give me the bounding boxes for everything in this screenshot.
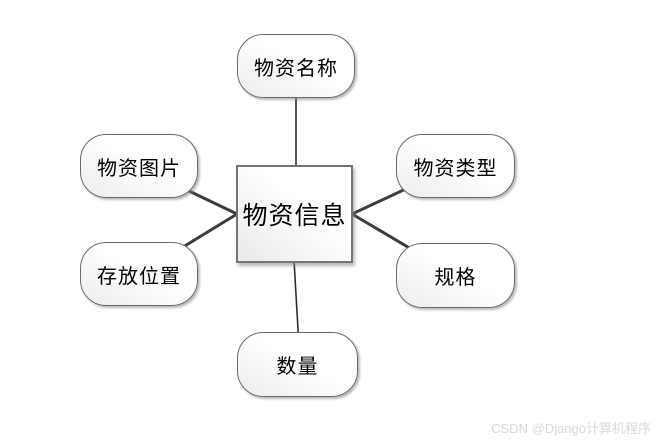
attribute-node-material-type: 物资类型 bbox=[396, 134, 515, 198]
entity-node-material-info: 物资信息 bbox=[236, 165, 353, 263]
attribute-node-material-name: 物资名称 bbox=[237, 34, 355, 98]
attribute-node-storage-location: 存放位置 bbox=[80, 242, 198, 306]
attribute-label: 规格 bbox=[434, 267, 477, 289]
attribute-label: 存放位置 bbox=[97, 265, 181, 288]
attribute-node-material-image: 物资图片 bbox=[80, 134, 198, 198]
entity-label: 物资信息 bbox=[242, 203, 347, 230]
watermark-text: CSDN @Django计算机程序 bbox=[491, 421, 651, 436]
attribute-label: 物资名称 bbox=[254, 57, 338, 80]
attribute-label: 物资类型 bbox=[413, 157, 498, 180]
attribute-node-specification: 规格 bbox=[396, 243, 515, 308]
attribute-label: 物资图片 bbox=[97, 157, 181, 180]
attribute-node-quantity: 数量 bbox=[237, 332, 358, 397]
attribute-label: 数量 bbox=[276, 356, 319, 378]
